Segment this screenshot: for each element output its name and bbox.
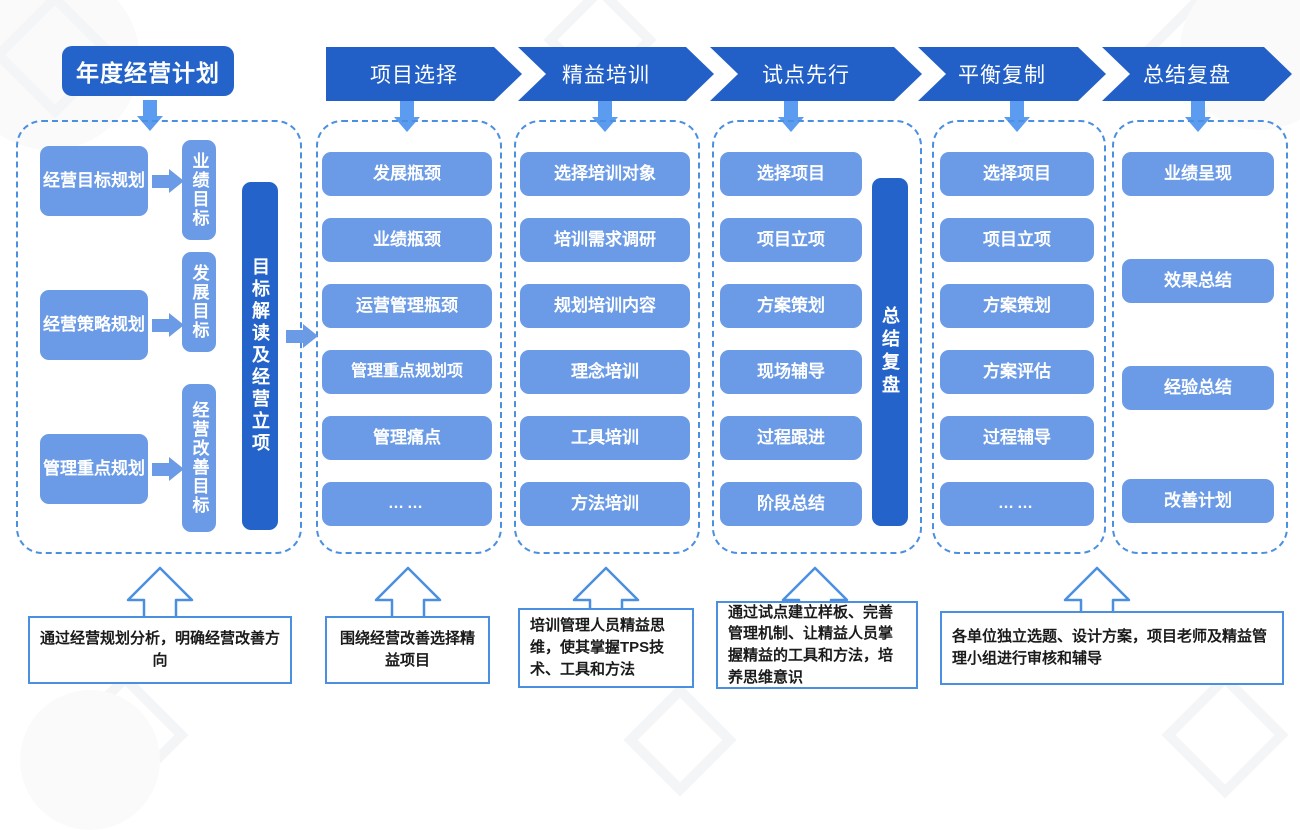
pilot-first-item-4[interactable]: 现场辅导	[720, 350, 862, 394]
project-selection-item-2[interactable]: 业绩瓶颈	[322, 218, 492, 262]
summary-review-item-2[interactable]: 效果总结	[1122, 259, 1274, 303]
watermark-diamond	[623, 683, 737, 797]
planning-item-1[interactable]: 经营目标规划	[40, 146, 148, 216]
pilot-first-item-3[interactable]: 方案策划	[720, 284, 862, 328]
caption-box-2: 围绕经营改善选择精益项目	[325, 616, 490, 684]
pilot-first-item-5[interactable]: 过程跟进	[720, 416, 862, 460]
project-selection-item-4[interactable]: 管理重点规划项	[322, 350, 492, 394]
caption-up-arrow-2	[374, 566, 442, 622]
stage-label-5: 总结复盘	[1143, 64, 1231, 87]
balanced-replication-item-2[interactable]: 项目立项	[940, 218, 1094, 262]
project-selection-item-5[interactable]: 管理痛点	[322, 416, 492, 460]
balanced-replication-item-3[interactable]: 方案策划	[940, 284, 1094, 328]
project-selection-item-6[interactable]: ……	[322, 482, 492, 526]
caption-up-arrow-1	[126, 566, 194, 622]
diagram-canvas: 年度经营计划 项目选择 精益培训 试点先行 平衡复制 总结复盘 经营目标规划 经…	[0, 0, 1292, 799]
column-container-pilot-first	[712, 120, 922, 554]
watermark-diamond	[61, 671, 189, 799]
title-down-arrow	[137, 100, 163, 131]
planning-arrow-2	[152, 313, 184, 337]
lean-training-item-6[interactable]: 方法培训	[520, 482, 690, 526]
column-container-summary-review	[1112, 120, 1288, 554]
column-container-balanced-replication	[932, 120, 1106, 554]
stage-label-3: 试点先行	[762, 64, 850, 87]
stage-chevron-5[interactable]: 总结复盘	[1102, 47, 1292, 101]
summary-review-item-4[interactable]: 改善计划	[1122, 479, 1274, 523]
column1-to-column2-arrow	[286, 324, 318, 348]
stage-label-2: 精益培训	[562, 64, 650, 87]
planning-item-3[interactable]: 管理重点规划	[40, 434, 148, 504]
stage-chevron-1[interactable]: 项目选择	[326, 47, 522, 101]
balanced-replication-item-5[interactable]: 过程辅导	[940, 416, 1094, 460]
goal-item-1[interactable]: 业绩目标	[182, 140, 216, 240]
pilot-first-item-1[interactable]: 选择项目	[720, 152, 862, 196]
watermark-circle	[20, 690, 160, 830]
lean-training-item-2[interactable]: 培训需求调研	[520, 218, 690, 262]
balanced-replication-item-1[interactable]: 选择项目	[940, 152, 1094, 196]
stage-chevron-4[interactable]: 平衡复制	[918, 47, 1106, 101]
lean-training-item-5[interactable]: 工具培训	[520, 416, 690, 460]
lean-training-item-4[interactable]: 理念培训	[520, 350, 690, 394]
main-title-pill: 年度经营计划	[62, 46, 234, 96]
pilot-summary-review-bar: 总结复盘	[872, 178, 908, 526]
goal-item-3[interactable]: 经营改善目标	[182, 384, 216, 532]
main-title-text: 年度经营计划	[76, 60, 220, 86]
stage-label-1: 项目选择	[370, 64, 458, 87]
project-selection-item-3[interactable]: 运营管理瓶颈	[322, 284, 492, 328]
lean-training-item-1[interactable]: 选择培训对象	[520, 152, 690, 196]
planning-item-2[interactable]: 经营策略规划	[40, 290, 148, 360]
column-container-lean-training	[514, 120, 700, 554]
goal-interpretation-bar: 目标解读及经营立项	[242, 182, 278, 530]
project-selection-item-1[interactable]: 发展瓶颈	[322, 152, 492, 196]
caption-box-5: 各单位独立选题、设计方案，项目老师及精益管理小组进行审核和辅导	[940, 611, 1284, 685]
pilot-first-item-6[interactable]: 阶段总结	[720, 482, 862, 526]
lean-training-item-3[interactable]: 规划培训内容	[520, 284, 690, 328]
pilot-first-item-2[interactable]: 项目立项	[720, 218, 862, 262]
balanced-replication-item-4[interactable]: 方案评估	[940, 350, 1094, 394]
caption-box-1: 通过经营规划分析，明确经营改善方向	[28, 616, 292, 684]
watermark-diamond	[1161, 671, 1289, 799]
planning-arrow-1	[152, 169, 184, 193]
stage-chevron-2[interactable]: 精益培训	[518, 47, 714, 101]
planning-arrow-3	[152, 457, 184, 481]
caption-box-3: 培训管理人员精益思维，使其掌握TPS技术、工具和方法	[518, 608, 694, 688]
caption-box-4: 通过试点建立样板、完善管理机制、让精益人员掌握精益的工具和方法，培养思维意识	[716, 601, 918, 689]
stage-chevron-3[interactable]: 试点先行	[710, 47, 922, 101]
goal-item-2[interactable]: 发展目标	[182, 252, 216, 352]
stage-label-4: 平衡复制	[958, 64, 1046, 87]
balanced-replication-item-6[interactable]: ……	[940, 482, 1094, 526]
summary-review-item-1[interactable]: 业绩呈现	[1122, 152, 1274, 196]
summary-review-item-3[interactable]: 经验总结	[1122, 366, 1274, 410]
